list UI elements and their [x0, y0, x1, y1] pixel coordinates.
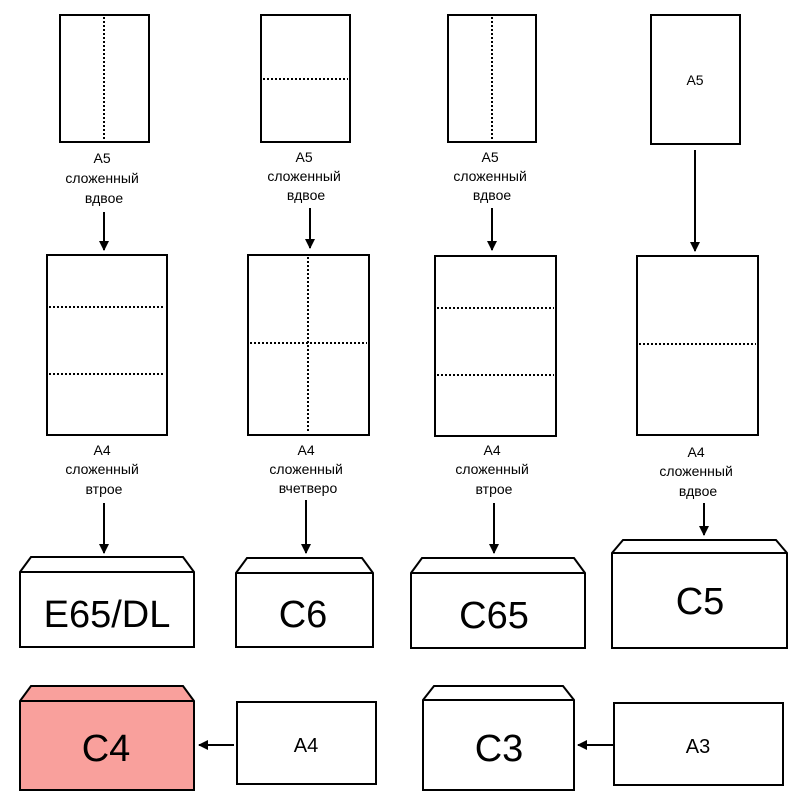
a4-sheet: [636, 255, 759, 436]
svg-text:A4 сложенный вдвое: A4 сложенный вдвое: [659, 444, 736, 499]
caption-line: сложенный: [65, 461, 138, 477]
svg-text:A5 сложенный вдвое: A5 сложенный вдвое: [267, 149, 344, 203]
caption-line: вдвое: [85, 190, 124, 206]
envelope-label: C5: [676, 581, 725, 623]
a4-sheet: [46, 254, 168, 436]
svg-text:A4 сложенный втрое: A4 сложенный втрое: [455, 442, 532, 497]
caption-line: вдвое: [287, 187, 326, 203]
caption-line: A5: [93, 150, 110, 166]
caption-line: сложенный: [65, 170, 138, 186]
pair-a3-c3: C3 A3: [422, 685, 784, 791]
caption-line: сложенный: [267, 168, 340, 184]
caption-line: сложенный: [455, 461, 528, 477]
caption-line: сложенный: [269, 461, 342, 477]
sheet-label: A4: [294, 735, 318, 757]
pair-a4-c4: C4 A4: [19, 685, 377, 791]
column-c5: A5 A4 сложенный вдвое C5: [611, 14, 788, 649]
envelope-label: C3: [475, 728, 524, 770]
caption-line: сложенный: [453, 168, 526, 184]
envelope-label: C4: [82, 728, 131, 770]
caption-line: вдвое: [473, 187, 512, 203]
caption-line: сложенный: [659, 463, 732, 479]
column-e65-dl: A5 сложенный вдвое A4 сложенный втрое E6…: [19, 14, 195, 648]
envelope-label: E65/DL: [44, 594, 171, 636]
envelope-label: C6: [279, 594, 328, 636]
caption-line: втрое: [476, 481, 513, 497]
column-c6: A5 сложенный вдвое A4 сложенный вчетверо…: [235, 14, 374, 648]
a5-sheet: [650, 14, 741, 145]
envelope-label: C65: [459, 595, 529, 637]
caption-line: вдвое: [679, 483, 718, 499]
caption-line: A5: [481, 149, 498, 165]
caption-line: A4: [297, 442, 314, 458]
caption-line: A4: [687, 444, 704, 460]
column-c65: A5 сложенный вдвое A4 сложенный втрое C6…: [410, 14, 586, 649]
svg-text:A4 сложенный втрое: A4 сложенный втрое: [65, 442, 142, 497]
caption-line: A5: [295, 149, 312, 165]
a4-sheet: [236, 701, 377, 785]
a3-sheet: [613, 702, 784, 786]
sheet-label: A3: [686, 736, 710, 758]
caption-line: втрое: [86, 481, 123, 497]
svg-text:A5 сложенный вдвое: A5 сложенный вдвое: [65, 150, 142, 206]
svg-text:A4 сложенный вчетв: A4 сложенный вчетверо: [269, 442, 346, 496]
caption-line: A4: [483, 442, 500, 458]
caption-line: A4: [93, 442, 110, 458]
sheet-label: A5: [686, 72, 703, 88]
caption-line: вчетверо: [279, 480, 338, 496]
svg-text:A5 сложенный вдвое: A5 сложенный вдвое: [453, 149, 530, 203]
a4-sheet: [434, 255, 557, 437]
